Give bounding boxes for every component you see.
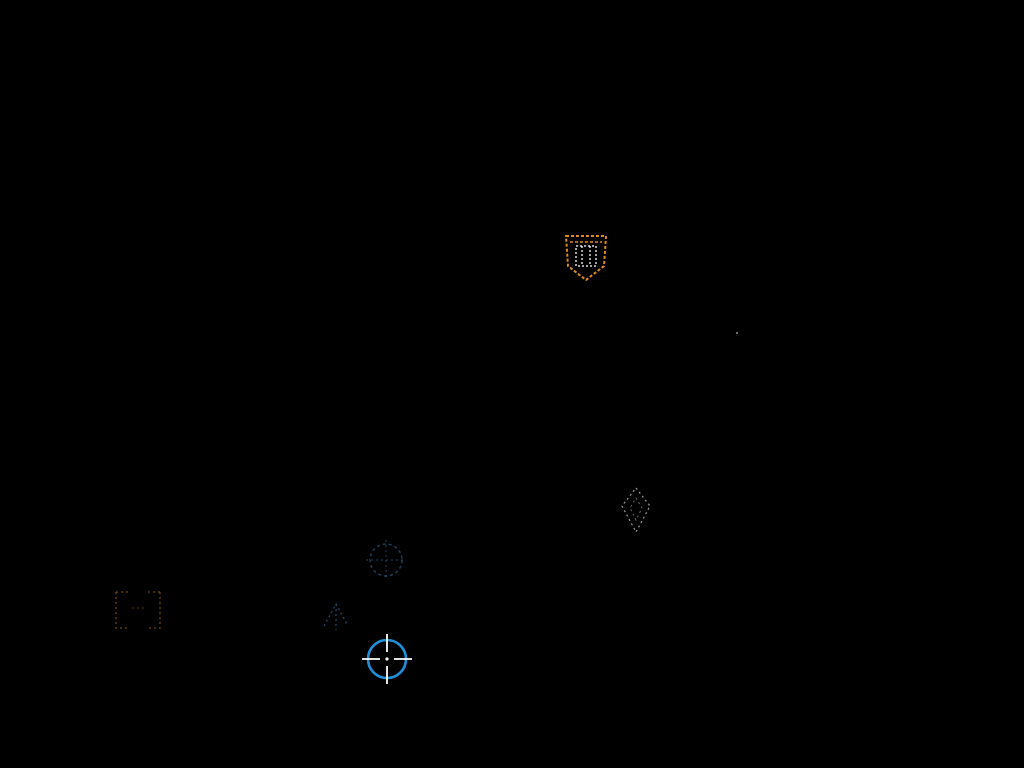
bracket-right [146, 591, 161, 629]
arrow-shape [323, 602, 349, 630]
dim-blue-arrow-icon [318, 598, 354, 634]
shield-outline [564, 235, 608, 282]
faint-white-diamond-icon [616, 484, 656, 536]
diamond-outline [621, 486, 651, 534]
target-center-dot [385, 657, 389, 661]
bracket-left [115, 591, 130, 629]
orange-shield-emblem-icon [562, 232, 610, 284]
speck-dot [736, 332, 738, 334]
tiny-speck-icon [735, 331, 739, 335]
blue-crosshair-target-icon[interactable] [360, 632, 414, 686]
dim-blue-crosshair-icon [362, 536, 410, 584]
faint-orange-bracket-icon [112, 586, 164, 634]
shield-inner-box [575, 245, 597, 267]
diamond-inner [629, 497, 643, 522]
